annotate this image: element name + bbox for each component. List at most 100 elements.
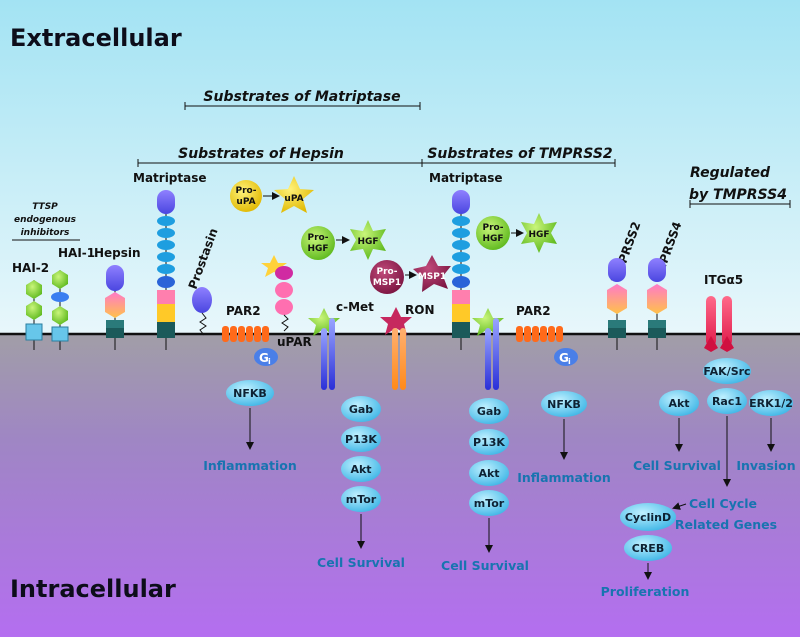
upa-ligand: uPA [274,176,314,213]
hepsin-substrates-title: Substrates of Hepsin [178,146,344,162]
proliferation-label: Proliferation [601,584,690,599]
nfkb-node-right: NFKB [541,391,587,417]
prostasin-protein [192,287,212,336]
pro-hgf-ligand-right: Pro- HGF [476,216,510,250]
p13k-node-right: P13K [469,429,509,455]
svg-text:NFKB: NFKB [233,387,267,400]
svg-text:CyclinD: CyclinD [625,511,671,524]
itga5-label: ITGα5 [704,273,743,287]
regulated-line2: by TMPRSS4 [689,187,787,203]
itga5-receptor [704,296,734,352]
cell-cycle-line1: Cell Cycle [689,496,757,511]
svg-text:P13K: P13K [473,436,505,449]
gab-node-right: Gab [469,398,509,424]
msp1-ligand: MSP1 [413,255,451,292]
svg-text:Akt: Akt [668,397,689,410]
svg-text:Pro-: Pro- [308,233,329,243]
inflammation-right: Inflammation [517,470,610,485]
upar-receptor [261,255,293,332]
svg-text:Pro-: Pro- [483,223,504,233]
cell-survival-left: Cell Survival [317,555,405,570]
erk-node: ERK1/2 [749,390,793,416]
svg-text:uPA: uPA [236,197,255,207]
tmprss2-substrates-header: Substrates of TMPRSS2 [422,146,616,167]
hai1-label: HAI-1 [58,246,95,260]
hepsin-substrates-header: Substrates of Hepsin [137,146,423,167]
svg-text:CREB: CREB [632,542,664,555]
par2-left-label: PAR2 [226,304,261,318]
ron-receptor [380,307,412,390]
svg-text:mTor: mTor [474,497,505,510]
tmprss4-protein [647,258,667,350]
svg-text:Akt: Akt [350,463,371,476]
cell-survival-middle: Cell Survival [441,558,529,573]
svg-text:Akt: Akt [478,467,499,480]
svg-text:HGF: HGF [528,230,549,240]
hai2-protein [25,280,43,350]
gi-protein-right: G i [554,348,578,366]
svg-text:i: i [568,357,571,366]
intracellular-label: Intracellular [10,575,176,603]
svg-text:FAK/Src: FAK/Src [703,365,750,378]
pro-hgf-ligand-left: Pro- HGF [301,226,335,260]
upar-label: uPAR [277,335,312,349]
cell-survival-right: Cell Survival [633,458,721,473]
cmet-right-receptor [472,308,504,390]
hepsin-label: Hepsin [94,246,141,260]
mtor-node-right: mTor [469,490,509,516]
regulated-line1: Regulated [690,165,771,181]
akt-node-integrin: Akt [659,390,699,416]
tmprss2-protein [607,258,627,350]
fak-src-node: FAK/Src [703,358,751,384]
svg-text:MSP1: MSP1 [418,272,446,282]
svg-text:TTSP: TTSP [32,202,58,212]
hgf-ligand-left: HGF [350,220,386,260]
mtor-node-left: mTor [341,486,381,512]
ttsp-inhibitors-label: TTSP endogenous inhibitors [12,202,80,241]
svg-text:NFKB: NFKB [547,398,581,411]
svg-text:HGF: HGF [307,244,328,254]
par2-left-receptor [222,326,269,342]
cmet-label: c-Met [336,300,374,314]
hgf-ligand-right: HGF [521,213,557,253]
hai1-protein [51,270,69,350]
cell-cycle-line2: Related Genes [675,517,777,532]
svg-text:i: i [268,357,271,366]
tmprss4-regulated-header: Regulated by TMPRSS4 [689,165,791,208]
creb-node: CREB [624,535,672,561]
cmet-left-receptor [308,308,340,390]
matriptase-left-label: Matriptase [133,171,207,185]
svg-text:HGF: HGF [357,237,378,247]
hai2-label: HAI-2 [12,261,49,275]
svg-text:Gab: Gab [477,405,501,418]
matriptase-right-label: Matriptase [429,171,503,185]
inflammation-left: Inflammation [203,458,296,473]
svg-text:ERK1/2: ERK1/2 [749,397,793,410]
pro-msp1-ligand: Pro- MSP1 [370,260,404,294]
svg-text:uPA: uPA [284,194,303,204]
gab-node-left: Gab [341,396,381,422]
matriptase-substrates-header: Substrates of Matriptase [184,89,421,110]
hepsin-protein [105,265,125,350]
svg-text:inhibitors: inhibitors [21,228,70,238]
par2-right-receptor [516,326,563,342]
p13k-node-left: P13K [341,426,381,452]
ron-label: RON [405,303,434,317]
extracellular-label: Extracellular [10,24,182,52]
svg-text:Pro-: Pro- [377,267,398,277]
svg-text:endogenous: endogenous [14,215,77,225]
svg-text:G: G [559,351,569,365]
cyclind-node: CyclinD [620,503,676,531]
rac1-node: Rac1 [707,388,747,414]
svg-text:Rac1: Rac1 [712,395,742,408]
cell-cycle-arrow [672,502,687,510]
svg-text:Gab: Gab [349,403,373,416]
nfkb-node-left: NFKB [226,380,274,406]
svg-text:P13K: P13K [345,433,377,446]
matriptase-substrates-title: Substrates of Matriptase [203,89,400,105]
matriptase-left-protein [157,190,175,350]
tmprss2-substrates-title: Substrates of TMPRSS2 [427,146,612,162]
pro-upa-ligand: Pro- uPA [230,180,262,212]
